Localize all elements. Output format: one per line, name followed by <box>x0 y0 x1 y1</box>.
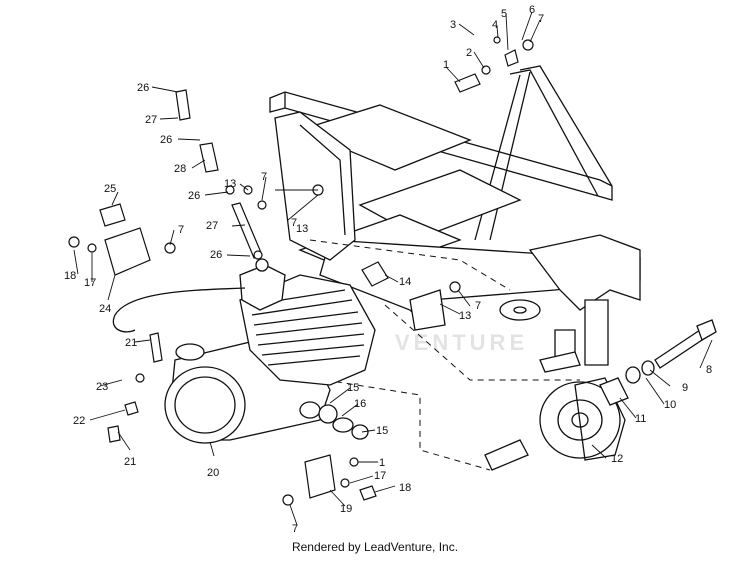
callout-5: 5 <box>501 8 507 20</box>
render-credit: Rendered by LeadVenture, Inc. <box>291 540 459 554</box>
callout-27: 27 <box>145 114 157 126</box>
callout-6: 6 <box>529 4 535 16</box>
watermark-text: VENTURE <box>395 330 528 355</box>
callout-1: 1 <box>443 59 449 71</box>
callout-18: 18 <box>399 482 411 494</box>
callout-27: 27 <box>206 220 218 232</box>
callout-7: 7 <box>538 13 544 25</box>
callout-15: 15 <box>347 382 359 394</box>
callout-21: 21 <box>125 337 137 349</box>
callout-24: 24 <box>99 303 111 315</box>
callout-15: 15 <box>376 425 388 437</box>
callout-1: 1 <box>379 457 385 469</box>
engine-assembly <box>112 258 376 444</box>
callout-26: 26 <box>210 249 222 261</box>
callout-10: 10 <box>664 399 676 411</box>
callouts: 1 2 3 4 5 6 7 26 27 26 28 26 13 7 7 13 2… <box>64 4 712 535</box>
callout-13: 13 <box>224 178 236 190</box>
callout-8: 8 <box>706 364 712 376</box>
callout-18: 18 <box>64 270 76 282</box>
callout-22: 22 <box>73 415 85 427</box>
callout-26: 26 <box>188 190 200 202</box>
callout-13: 13 <box>459 310 471 322</box>
callout-13: 13 <box>296 223 308 235</box>
callout-20: 20 <box>207 467 219 479</box>
reference-lines <box>309 239 580 471</box>
callout-3: 3 <box>450 19 456 31</box>
callout-21: 21 <box>124 456 136 468</box>
callout-17: 17 <box>84 277 96 289</box>
callout-28: 28 <box>174 163 186 175</box>
callout-4: 4 <box>492 19 498 31</box>
callout-7: 7 <box>475 300 481 312</box>
callout-26: 26 <box>137 82 149 94</box>
callout-14: 14 <box>399 276 411 288</box>
callout-9: 9 <box>682 382 688 394</box>
callout-23: 23 <box>96 381 108 393</box>
callout-2: 2 <box>466 47 472 59</box>
callout-12: 12 <box>611 453 623 465</box>
callout-19: 19 <box>340 503 352 515</box>
callout-17: 17 <box>374 470 386 482</box>
callout-7: 7 <box>292 523 298 535</box>
callout-16: 16 <box>354 398 366 410</box>
callout-7: 7 <box>261 171 267 183</box>
frame <box>269 65 641 373</box>
fasteners <box>68 36 534 506</box>
leader-lines <box>73 11 713 526</box>
callout-26: 26 <box>160 134 172 146</box>
callout-11: 11 <box>635 413 646 425</box>
clutch-assembly <box>484 319 717 471</box>
callout-7: 7 <box>291 217 297 229</box>
callout-25: 25 <box>104 183 116 195</box>
callout-7: 7 <box>178 224 184 236</box>
